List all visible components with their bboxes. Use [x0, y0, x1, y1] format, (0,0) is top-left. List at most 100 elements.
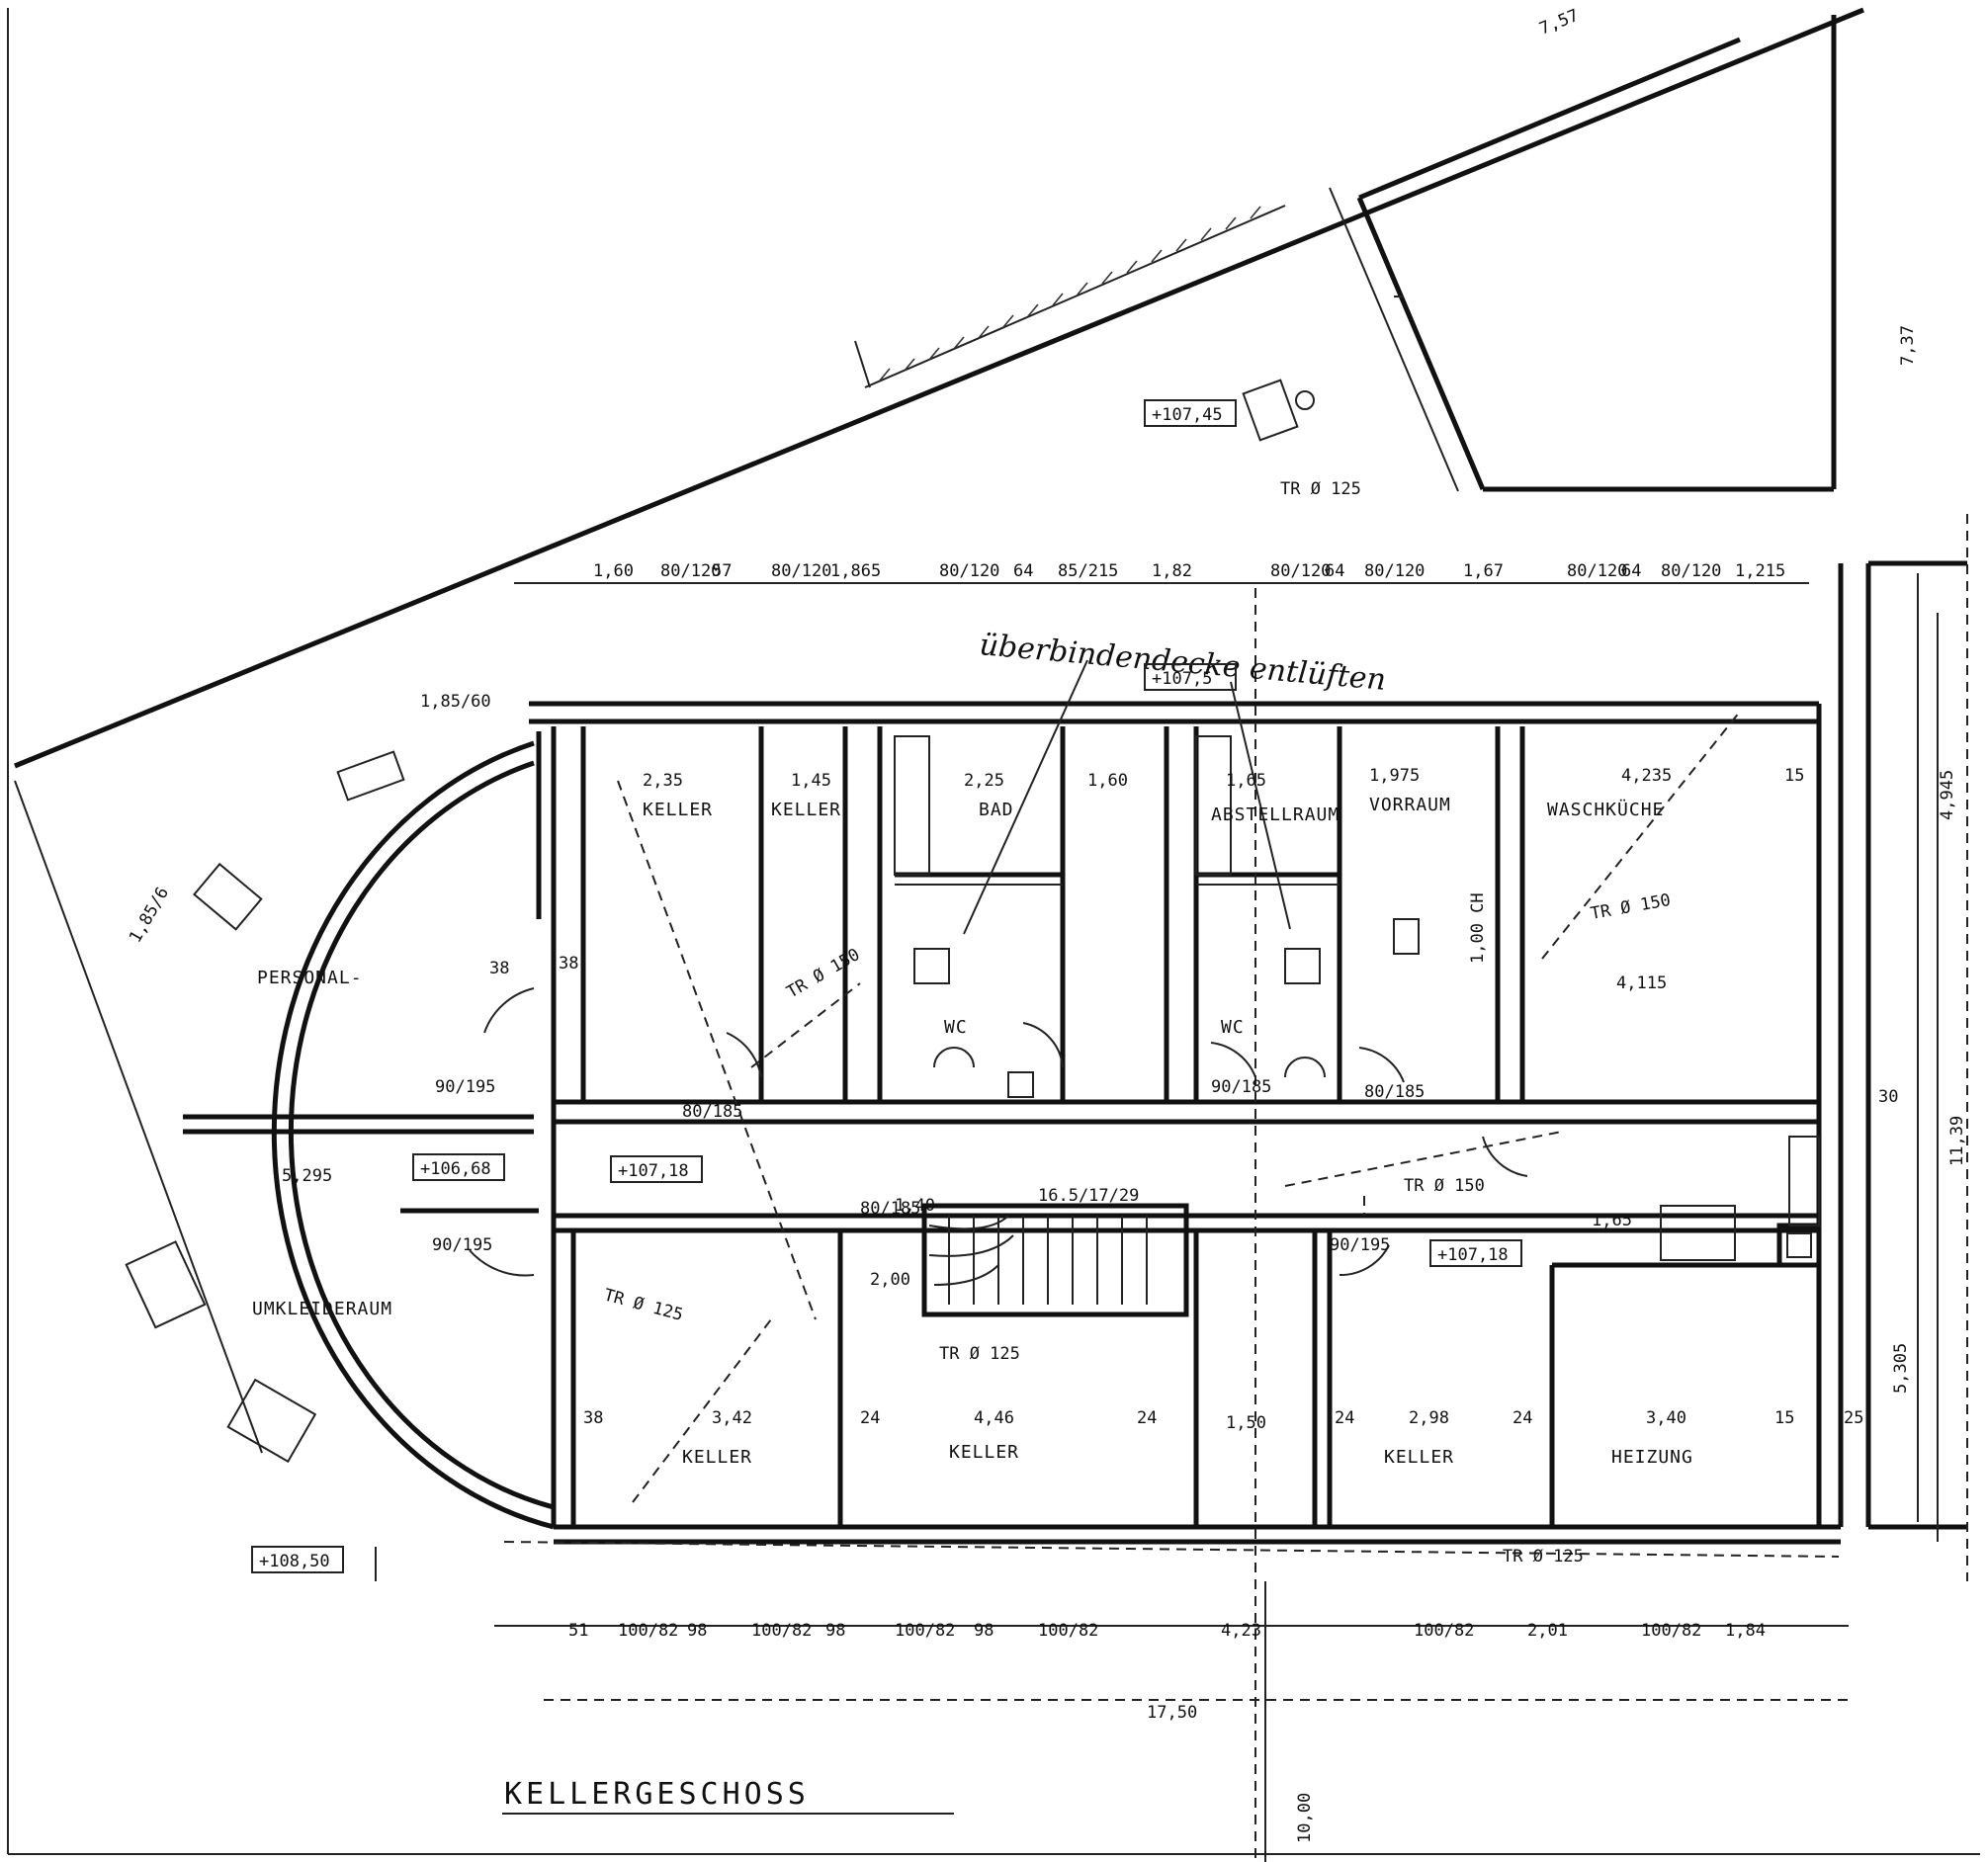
- bottom-dim-5: 100/82: [895, 1621, 955, 1641]
- pipe-label-2: TR Ø 150: [784, 945, 864, 1002]
- top-dim-5: 80/120: [939, 561, 999, 581]
- overall-dim-arc-window: 1,85/6: [126, 884, 173, 946]
- top-dim-16: 1,215: [1735, 561, 1785, 581]
- overall-dim-right-middle: 11,39: [1947, 1116, 1967, 1166]
- note-leader: [963, 659, 1291, 935]
- room-label-keller-2: KELLER: [771, 800, 841, 820]
- dim-bad: 2,25: [964, 771, 1004, 791]
- room-label-keller-1: KELLER: [643, 800, 713, 820]
- dim-stair: 1,50: [1226, 1413, 1266, 1433]
- pipe-label-7: TR Ø 125: [1503, 1547, 1584, 1566]
- door-size-4: 80/185: [682, 1102, 742, 1122]
- dim-waschkueche: 4,235: [1621, 766, 1672, 786]
- wall-thickness-38b: 38: [559, 954, 578, 973]
- overall-dim-vertical: 10,00: [1295, 1793, 1315, 1843]
- top-dim-0: 1,60: [593, 561, 634, 581]
- bottom-dim-2: 98: [687, 1621, 707, 1641]
- bottom-dim-3: 100/82: [751, 1621, 812, 1641]
- room-label-vorraum: VORRAUM: [1369, 795, 1451, 815]
- chimney-label: 1,00 CH: [1468, 892, 1488, 964]
- top-dim-9: 80/120: [1270, 561, 1331, 581]
- misc-dim-3: 1,65: [1592, 1211, 1632, 1230]
- bottom-dim-8: 4,23: [1221, 1621, 1261, 1641]
- drawing-title: KELLERGESCHOSS: [504, 1777, 810, 1812]
- bottom-dim-12: 1,84: [1725, 1621, 1766, 1641]
- bottom-dim-10: 2,01: [1527, 1621, 1568, 1641]
- level-marker-1: +107,45: [1152, 405, 1223, 425]
- pipe-label-3: TR Ø 150: [1589, 890, 1672, 924]
- room-label-keller-4: KELLER: [949, 1442, 1019, 1463]
- overall-dim-arc-segment: 1,85/60: [420, 692, 491, 712]
- top-dim-4: 1,865: [830, 561, 881, 581]
- top-dim-12: 1,67: [1463, 561, 1504, 581]
- bottom-dim-1: 100/82: [618, 1621, 678, 1641]
- dim-keller-1: 2,35: [643, 771, 683, 791]
- door-swings: [469, 987, 1528, 1277]
- door-size-3: 90/195: [1330, 1235, 1390, 1255]
- top-dim-13: 80/120: [1567, 561, 1627, 581]
- sheet-border: [7, 8, 1980, 1855]
- top-dim-3: 80/120: [771, 561, 831, 581]
- hatched-wall-strip: [854, 205, 1286, 388]
- misc-dim-2: 2,00: [870, 1270, 910, 1290]
- dimension-lines: [375, 582, 1939, 1862]
- door-size-5: 80/185: [860, 1199, 920, 1219]
- top-dim-1: 80/120: [660, 561, 721, 581]
- interior-walls: [183, 726, 1822, 1527]
- right-boundary: [1838, 514, 1968, 1581]
- dim-keller-2: 1,45: [791, 771, 831, 791]
- top-dim-8: 1,82: [1152, 561, 1192, 581]
- room-label-abstellraum: ABSTELLRAUM: [1211, 804, 1340, 825]
- room-label-keller-3: KELLER: [682, 1447, 752, 1468]
- wall-thickness-15a: 15: [1784, 766, 1804, 786]
- wall-thickness-24a: 24: [860, 1408, 880, 1428]
- overall-dim-bottom: 17,50: [1147, 1703, 1197, 1723]
- misc-dim-1: 1,40: [895, 1196, 935, 1216]
- pipe-label-6: TR Ø 125: [602, 1286, 685, 1326]
- door-size-6: 90/185: [1211, 1077, 1271, 1097]
- bottom-dim-4: 98: [825, 1621, 845, 1641]
- misc-dim-4: 4,115: [1616, 973, 1667, 993]
- level-marker-4: +107,18: [618, 1161, 689, 1181]
- room-label-umkleideraum: UMKLEIDERAUM: [252, 1299, 392, 1319]
- room-label-wc-2: WC: [1221, 1017, 1245, 1038]
- door-size-1: 90/195: [435, 1077, 495, 1097]
- pipe-label-5: TR Ø 125: [939, 1344, 1020, 1364]
- dim-abstellraum: 1,65: [1226, 771, 1266, 791]
- wall-thickness-30: 30: [1878, 1087, 1898, 1107]
- room-label-waschkueche: WASCHKÜCHE: [1547, 799, 1664, 820]
- stair-label: 16.5/17/29: [1038, 1186, 1139, 1206]
- room-label-wc-1: WC: [944, 1017, 968, 1038]
- bottom-dim-9: 100/82: [1414, 1621, 1474, 1641]
- dim-hall: 1,60: [1087, 771, 1128, 791]
- top-dim-6: 64: [1013, 561, 1033, 581]
- sanitary-fixtures: [894, 735, 1736, 1261]
- dim-vorraum: 1,975: [1369, 766, 1420, 786]
- bottom-dim-11: 100/82: [1641, 1621, 1701, 1641]
- door-size-2: 90/195: [432, 1235, 492, 1255]
- overall-dim-right-upper: 4,945: [1938, 770, 1957, 820]
- dim-heizung: 3,40: [1646, 1408, 1686, 1428]
- wall-thickness-25: 25: [1844, 1408, 1863, 1428]
- wall-thickness-24c: 24: [1335, 1408, 1354, 1428]
- top-dim-2: 57: [712, 561, 732, 581]
- bottom-dim-7: 100/82: [1038, 1621, 1098, 1641]
- bottom-dim-0: 51: [568, 1621, 588, 1641]
- wall-thickness-15b: 15: [1774, 1408, 1794, 1428]
- wall-thickness-24b: 24: [1137, 1408, 1157, 1428]
- wall-thickness-24d: 24: [1513, 1408, 1532, 1428]
- room-label-keller-5: KELLER: [1384, 1447, 1454, 1468]
- staircase: [921, 1203, 1189, 1317]
- overall-dim-top-right-b: 7,37: [1898, 325, 1918, 366]
- bottom-dim-6: 98: [974, 1621, 994, 1641]
- overall-dim-right-lower: 5,305: [1891, 1343, 1911, 1394]
- level-marker-5: +107,18: [1437, 1245, 1509, 1265]
- level-marker-3: +106,68: [420, 1159, 491, 1179]
- top-dim-10: 64: [1325, 561, 1344, 581]
- top-dim-11: 80/120: [1364, 561, 1425, 581]
- room-label-heizung: HEIZUNG: [1611, 1447, 1693, 1468]
- dim-keller-3: 3,42: [712, 1408, 752, 1428]
- dim-keller-5: 2,98: [1409, 1408, 1449, 1428]
- top-dim-7: 85/215: [1058, 561, 1118, 581]
